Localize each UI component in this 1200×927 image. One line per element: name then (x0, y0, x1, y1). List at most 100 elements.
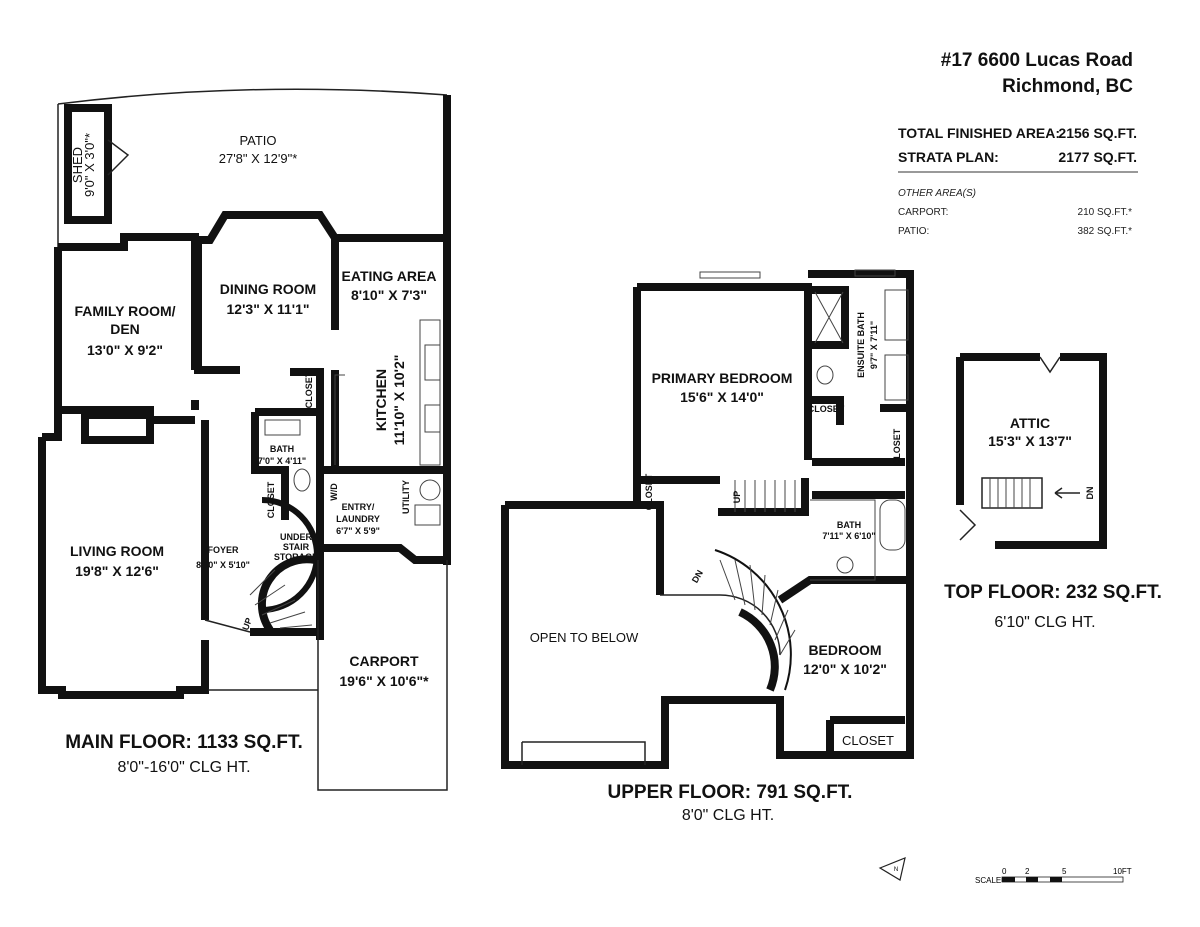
upper-floor-title: UPPER FLOOR: 791 SQ.FT. (608, 782, 853, 803)
entry-dim: 6'7" X 5'9" (336, 526, 380, 536)
stair-treads (719, 559, 796, 656)
family-room-dim: 13'0" X 9'2" (87, 342, 163, 358)
bedroom-label: BEDROOM (808, 642, 881, 658)
window (521, 741, 646, 765)
entry-step (204, 619, 318, 691)
stair-outline (660, 594, 781, 656)
scale-label: SCALE (975, 876, 1001, 885)
north-arrow-icon (878, 857, 906, 881)
total-area-label: TOTAL FINISHED AREA: (898, 125, 1060, 141)
scale-tick: 2 (1025, 867, 1030, 876)
stair-up-label: UP (240, 616, 254, 631)
scale-bar: SCALE 0 2 5 10FT (975, 867, 1132, 885)
bath-label: BATH (270, 444, 294, 454)
ensuite-dim: 9'7" X 7'11" (869, 321, 879, 369)
bath-dim: 7'11" X 6'10" (822, 531, 875, 541)
closet-label: CLOSET (266, 481, 276, 518)
north-letter: N (894, 867, 898, 873)
upper-floor-ceiling: 8'0" CLG HT. (682, 807, 774, 824)
carport-label: CARPORT (349, 653, 419, 669)
patio-label: PATIO (239, 133, 276, 148)
dining-wall (198, 211, 447, 244)
window (699, 269, 896, 279)
ensuite-inner-wall (812, 396, 910, 499)
primary-bedroom-dim: 15'6" X 14'0" (680, 389, 764, 405)
ensuite-vanity (884, 289, 909, 401)
living-room-label: LIVING ROOM (70, 543, 164, 559)
ensuite-wall (808, 270, 914, 580)
living-wall (42, 410, 62, 441)
total-area-value: 2156 SQ.FT. (1058, 125, 1137, 141)
patio-edge (57, 88, 448, 105)
main-floor-plan (38, 88, 451, 791)
eating-area-label: EATING AREA (342, 268, 437, 284)
closet-wall (290, 368, 324, 412)
patio-dim: 27'8" X 12'9"* (219, 151, 298, 166)
main-floor-title: MAIN FLOOR: 1133 SQ.FT. (65, 732, 303, 753)
upper-floor-plan (501, 269, 914, 769)
scale-tick: 10FT (1113, 867, 1132, 876)
strata-label: STRATA PLAN: (898, 149, 999, 165)
closet-label: CLOSET (892, 428, 902, 465)
stair-treads (734, 480, 796, 512)
bedroom-dim: 12'0" X 10'2" (803, 661, 887, 677)
stair-up-label: UP (732, 491, 742, 504)
family-room-label2: DEN (110, 321, 140, 337)
closet-label: CLOSET (842, 733, 894, 748)
shed-dim: 9'0" X 3'0"* (82, 133, 97, 197)
attic-stair (981, 477, 1043, 509)
upper-outer-wall (501, 501, 914, 769)
patio-area-value: 382 SQ.FT.* (1078, 226, 1133, 237)
storage-label: UNDER (280, 532, 313, 542)
storage-label: STAIR (283, 542, 310, 552)
scale-tick: 5 (1062, 867, 1067, 876)
top-floor-plan (956, 353, 1107, 549)
bedroom-closet-wall (826, 716, 905, 757)
dining-wall (194, 240, 240, 374)
shed-wall (64, 104, 112, 224)
stair-curve (714, 549, 792, 691)
toilet (293, 468, 311, 492)
carport-outline (317, 560, 448, 791)
bath-dim: 7'0" X 4'11" (258, 456, 306, 466)
carport-area-label: CARPORT: (898, 207, 948, 218)
attic-dim: 15'3" X 13'7" (988, 433, 1072, 449)
dining-room-label: DINING ROOM (220, 281, 316, 297)
foyer-dim: 8'10" X 5'10" (196, 560, 250, 570)
stair-curve (738, 608, 779, 692)
open-to-below-label: OPEN TO BELOW (530, 630, 639, 645)
other-areas-heading: OTHER AREA(S) (898, 188, 976, 199)
bedroom-wall (777, 576, 910, 604)
closet-label: CLOSET (644, 473, 654, 510)
attic-label: ATTIC (1010, 415, 1050, 431)
family-room-label: FAMILY ROOM/ (74, 303, 175, 319)
entry-label: ENTRY/ (342, 502, 375, 512)
shed-door (107, 139, 130, 176)
bath-sink (264, 419, 301, 436)
closet-label: CLOSET (304, 371, 314, 408)
bathtub (879, 499, 906, 551)
stair-curve (257, 555, 316, 633)
bath-sink (836, 556, 854, 574)
primary-bedroom-label: PRIMARY BEDROOM (652, 370, 793, 386)
carport-area-value: 210 SQ.FT.* (1078, 207, 1133, 218)
stair-treads (989, 478, 1031, 508)
washer-dryer-label: W/D (329, 483, 339, 501)
top-floor-ceiling: 6'10" CLG HT. (994, 614, 1095, 631)
closet-label: CLOSET (808, 404, 845, 414)
entry-wall (320, 466, 447, 564)
address-line1: #17 6600 Lucas Road (941, 50, 1133, 71)
scale-tick: 0 (1002, 867, 1007, 876)
stair-down-label: DN (690, 568, 705, 584)
closet-wall (251, 412, 289, 520)
kitchen-label: KITCHEN (373, 369, 389, 431)
bath-label: BATH (837, 520, 861, 530)
attic-wall (956, 353, 1107, 549)
top-floor-title: TOP FLOOR: 232 SQ.FT. (944, 582, 1162, 603)
toilet (816, 365, 834, 385)
carport-dim: 19'6" X 10'6"* (339, 673, 429, 689)
main-floor-ceiling: 8'0"-16'0" CLG HT. (117, 759, 250, 776)
furnace (414, 504, 441, 526)
address-line2: Richmond, BC (1002, 76, 1133, 97)
